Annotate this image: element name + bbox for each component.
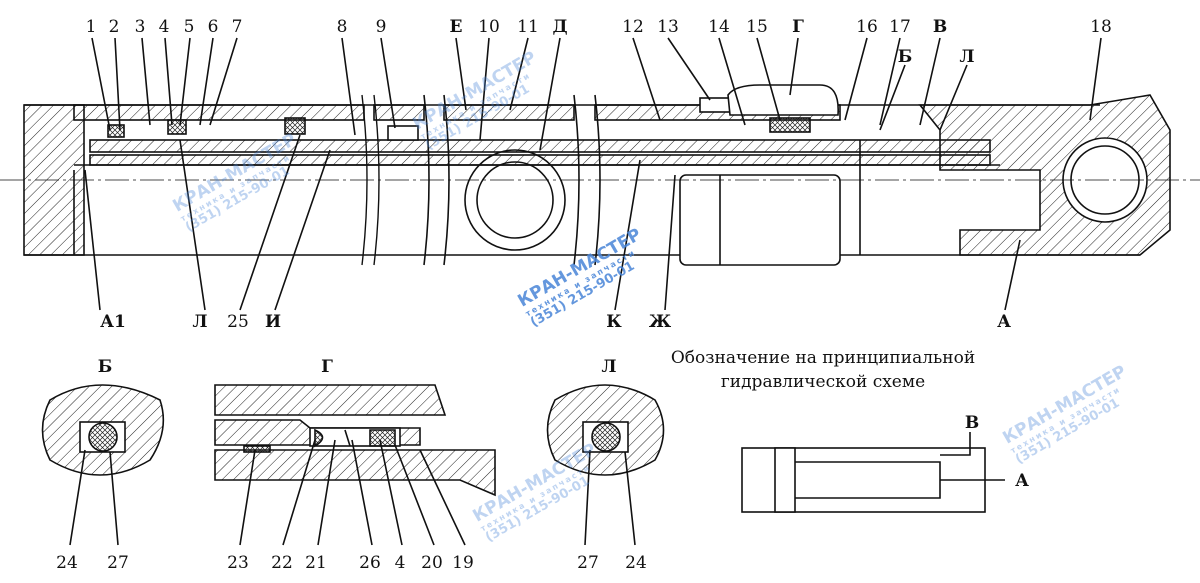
detail-g-label: 20 [421, 553, 443, 573]
detail-g-label: 21 [305, 553, 327, 573]
detail-g-label: 4 [394, 553, 406, 573]
callout-7: 7 [231, 17, 243, 37]
callout-4: 4 [158, 17, 170, 37]
callout-8: 8 [336, 17, 348, 37]
detail-l-title: Л [601, 357, 617, 377]
callout-L: Л [192, 312, 208, 332]
callout-1: 1 [85, 17, 97, 37]
detail-g-title: Г [321, 357, 333, 377]
detail-b-title: Б [97, 357, 113, 377]
callout-13: 13 [657, 17, 679, 37]
callout-A1: А1 [100, 312, 126, 332]
schematic-caption-line1: Обозначение на принципиальной [670, 348, 976, 368]
callout-A: А [997, 312, 1011, 332]
schematic-port-b: В [964, 413, 980, 433]
callout-5: 5 [183, 17, 195, 37]
detail-b-label: 27 [107, 553, 129, 573]
callout-17: 17 [889, 17, 911, 37]
callout-2: 2 [108, 17, 120, 37]
callout-12: 12 [622, 17, 644, 37]
detail-l-label: 24 [625, 553, 647, 573]
schematic-caption-line2: гидравлической схеме [720, 372, 926, 392]
callout-25: 25 [227, 312, 249, 332]
callout-16: 16 [856, 17, 878, 37]
callout-V: В [932, 17, 948, 37]
callout-L-detail: Л [959, 47, 975, 67]
detail-b-label: 24 [56, 553, 78, 573]
callout-K: К [606, 312, 622, 332]
callout-B-detail: Б [897, 47, 913, 67]
callout-10: 10 [478, 17, 500, 37]
callout-E: Е [449, 17, 463, 37]
callout-18: 18 [1090, 17, 1112, 37]
detail-g-label: 19 [452, 553, 474, 573]
callout-G: Г [792, 17, 804, 37]
callout-15: 15 [746, 17, 768, 37]
callout-9: 9 [375, 17, 387, 37]
callout-14: 14 [708, 17, 730, 37]
callout-11: 11 [517, 17, 539, 37]
detail-g-label: 26 [359, 553, 381, 573]
callout-6: 6 [207, 17, 219, 37]
callout-D: Д [552, 17, 568, 37]
detail-g-label: 23 [227, 553, 249, 573]
callout-I: И [264, 312, 282, 332]
callout-3: 3 [134, 17, 146, 37]
schematic-port-a: А [1015, 471, 1029, 491]
callout-Zh: Ж [648, 312, 672, 332]
detail-l-label: 27 [577, 553, 599, 573]
detail-g-label: 22 [271, 553, 293, 573]
